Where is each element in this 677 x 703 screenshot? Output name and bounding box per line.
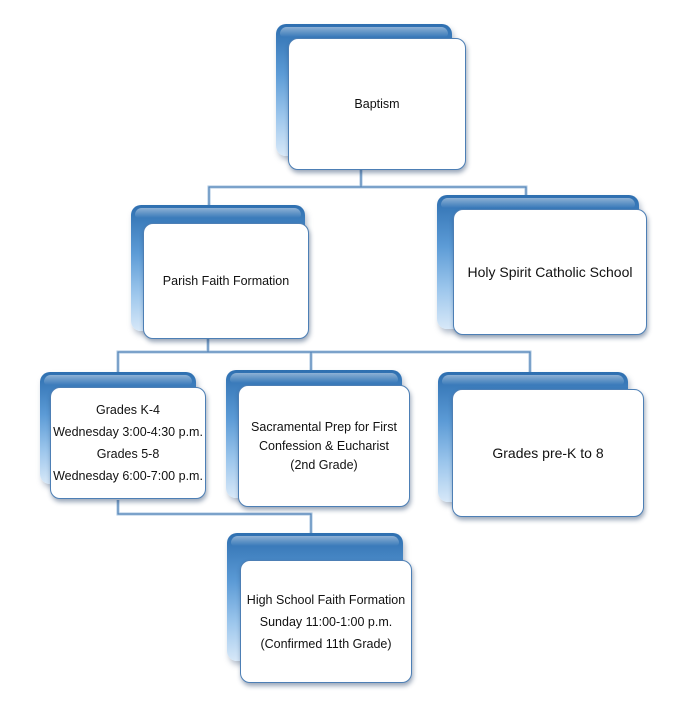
node-parish-text: Parish Faith Formation (162, 273, 290, 288)
node-grades-line-4: Wednesday 6:00-7:00 p.m. (53, 469, 203, 483)
node-highschool-box: High School Faith Formation Sunday 11:00… (240, 560, 412, 683)
node-highschool-line-2: Sunday 11:00-1:00 p.m. (259, 614, 393, 629)
node-grades-line-3: Grades 5-8 (96, 447, 160, 461)
node-grades-line-1: Grades K-4 (96, 403, 160, 417)
node-sacramental-line-1: Sacramental Prep for First (251, 419, 397, 434)
node-baptism-text: Baptism (354, 96, 400, 111)
node-grades-box: Grades K-4 Wednesday 3:00-4:30 p.m. Grad… (50, 387, 206, 499)
node-baptism-box: Baptism (288, 38, 466, 170)
node-sacramental-box: Sacramental Prep for First Confession & … (238, 385, 410, 507)
node-prek-text: Grades pre-K to 8 (492, 444, 604, 461)
node-school-box: Holy Spirit Catholic School (453, 209, 647, 335)
node-highschool-line-3: (Confirmed 11th Grade) (260, 636, 392, 651)
connector-parish-to-level3 (116, 338, 532, 372)
node-prek-box: Grades pre-K to 8 (452, 389, 644, 517)
node-grades-line-2: Wednesday 3:00-4:30 p.m. (53, 425, 203, 439)
node-parish-box: Parish Faith Formation (143, 223, 309, 339)
node-sacramental-line-3: (2nd Grade) (290, 457, 358, 472)
node-school-text: Holy Spirit Catholic School (467, 263, 633, 280)
node-sacramental-line-2: Confession & Eucharist (259, 438, 389, 453)
node-highschool-line-1: High School Faith Formation (246, 592, 406, 607)
